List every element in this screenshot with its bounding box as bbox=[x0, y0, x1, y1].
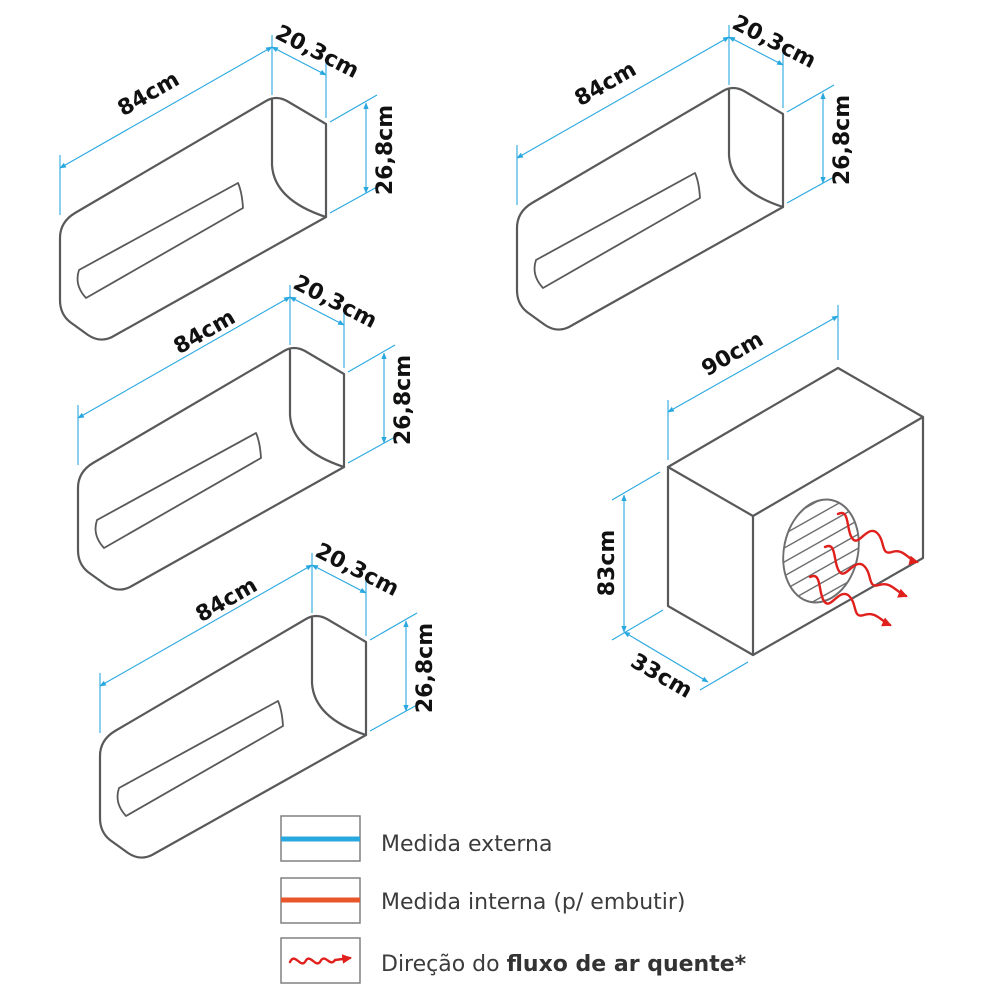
depth-label: 20,3cm bbox=[311, 539, 403, 602]
depth-label: 33cm bbox=[626, 649, 696, 704]
height-label: 83cm bbox=[595, 530, 620, 597]
depth-label: 20,3cm bbox=[728, 11, 820, 74]
outdoor-unit: 90cm 83cm 33cm bbox=[595, 305, 925, 704]
height-label: 26,8cm bbox=[373, 105, 398, 195]
legend-item-internal: Medida interna (p/ embutir) bbox=[280, 877, 686, 924]
depth-label: 20,3cm bbox=[271, 21, 363, 84]
height-label: 26,8cm bbox=[413, 623, 438, 713]
width-label: 84cm bbox=[114, 67, 184, 122]
legend: Medida externa Medida interna (p/ embuti… bbox=[280, 815, 747, 984]
legend-external-label: Medida externa bbox=[381, 832, 552, 857]
indoor-unit-3: 84cm 20,3cm 26,8cm bbox=[78, 271, 416, 590]
width-label: 90cm bbox=[698, 327, 768, 382]
wavy-arrow-icon bbox=[288, 954, 352, 965]
width-label: 84cm bbox=[571, 57, 641, 112]
height-label: 26,8cm bbox=[830, 95, 855, 185]
indoor-unit-1: 84cm 20,3cm 26,8cm bbox=[60, 21, 398, 340]
indoor-unit-4: 84cm 20,3cm 26,8cm bbox=[100, 539, 438, 858]
hot-air-flow-arrows bbox=[808, 511, 919, 627]
legend-item-external: Medida externa bbox=[280, 815, 552, 862]
legend-item-airflow: Direção do fluxo de ar quente* bbox=[280, 937, 747, 984]
legend-airflow-bold: fluxo de ar quente* bbox=[507, 952, 747, 977]
legend-airflow-label: Direção do fluxo de ar quente* bbox=[381, 952, 747, 977]
indoor-unit-2: 84cm 20,3cm 26,8cm bbox=[517, 11, 855, 330]
fan-grille bbox=[773, 492, 869, 610]
legend-internal-label: Medida interna (p/ embutir) bbox=[381, 890, 686, 915]
width-label: 84cm bbox=[170, 305, 240, 360]
height-label: 26,8cm bbox=[391, 355, 416, 445]
width-label: 84cm bbox=[192, 573, 262, 628]
legend-airflow-prefix: Direção do bbox=[381, 952, 507, 977]
depth-label: 20,3cm bbox=[289, 271, 381, 334]
